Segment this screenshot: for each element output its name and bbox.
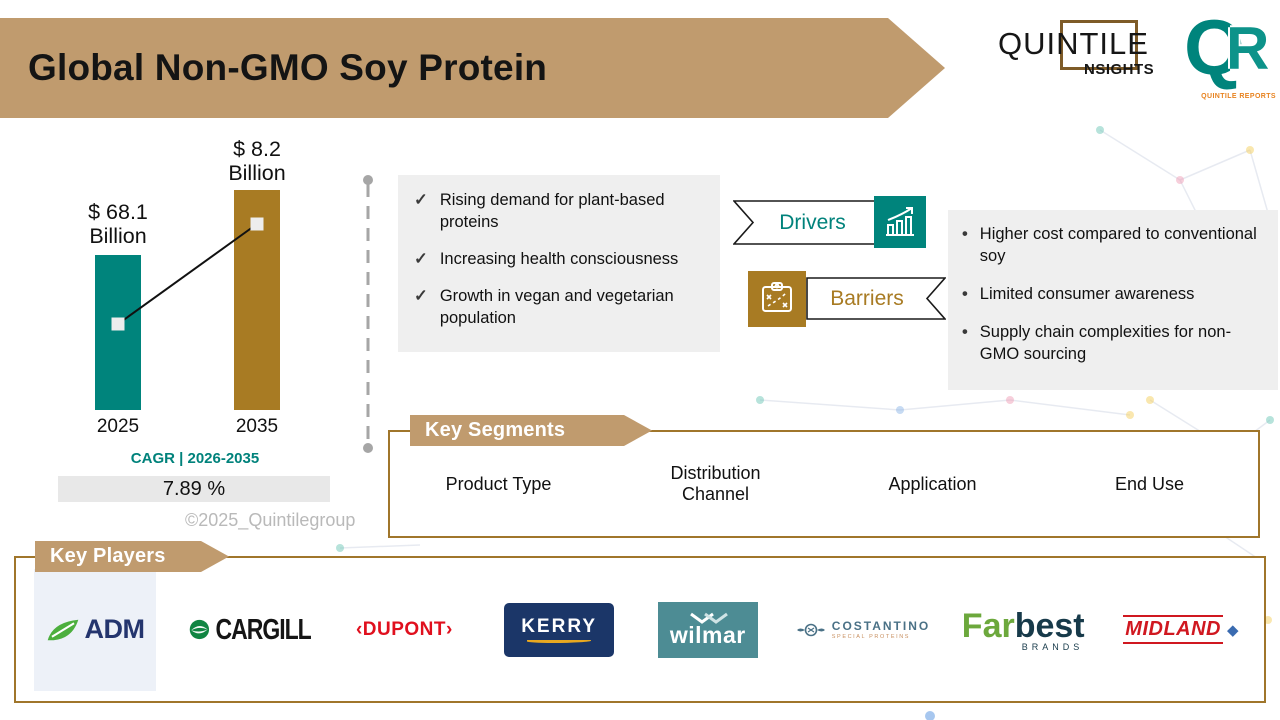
drivers-ribbon-label: Drivers xyxy=(779,210,846,234)
logo-costantino: COSTANTINO SPECIAL PROTEINS xyxy=(795,568,931,691)
market-size-chart: $ 8.2 Billion $ 68.1 Billion 2025 2035 xyxy=(50,130,380,445)
check-icon: ✓ xyxy=(414,249,428,268)
qr-caption: QUINTILE REPORTS xyxy=(1201,93,1276,100)
segment-application: Application xyxy=(888,473,977,494)
page-title: Global Non-GMO Soy Protein xyxy=(28,47,548,88)
growth-chart-icon xyxy=(874,196,926,248)
header-banner: Global Non-GMO Soy Protein xyxy=(0,18,945,118)
key-segments-banner: Key Segments xyxy=(410,415,652,446)
list-item: • Supply chain complexities for non-GMO … xyxy=(962,322,1268,366)
copyright-text: ©2025_Quintilegroup xyxy=(185,510,356,530)
bar-2025 xyxy=(95,255,141,410)
insights-wordmark: NSIGHTS xyxy=(1084,61,1155,78)
segment-product-type: Product Type xyxy=(445,473,552,494)
logo-cargill: CARGILL xyxy=(188,568,312,691)
logo-adm: ADM xyxy=(34,568,156,691)
segment-distribution-channel: Distribution Channel xyxy=(670,463,761,504)
bullet-icon: • xyxy=(962,284,968,303)
key-players-box: ADM CARGILL ‹DUPONT› KERRY xyxy=(14,556,1266,703)
strategy-clipboard-icon xyxy=(748,271,806,327)
midland-diamond-icon: ◆ xyxy=(1227,621,1239,639)
cagr-label: CAGR | 2026-2035 xyxy=(130,450,260,467)
drivers-ribbon: Drivers xyxy=(732,200,876,245)
costantino-wings-icon xyxy=(796,623,825,636)
list-item: ✓ Increasing health consciousness xyxy=(414,249,708,271)
logo-wilmar: wilmar xyxy=(652,568,763,691)
check-icon: ✓ xyxy=(414,286,428,305)
cagr-value: 7.89 % xyxy=(58,476,330,502)
quintile-insights-logo: QUINTILE NSIGHTS xyxy=(998,20,1173,96)
quintile-wordmark: QUINTILE xyxy=(998,26,1149,61)
bullet-icon: • xyxy=(962,225,968,243)
check-icon: ✓ xyxy=(414,191,428,209)
wilmar-chevron-icon xyxy=(689,612,728,624)
quintile-reports-logo: Q R QUINTILE REPORTS xyxy=(1184,3,1276,108)
barriers-list: • Higher cost compared to conventional s… xyxy=(948,210,1278,390)
list-item: • Higher cost compared to conventional s… xyxy=(962,224,1268,268)
logo-dupont: ‹DUPONT› xyxy=(343,568,466,691)
value-label-2025: $ 68.1 Billion xyxy=(88,200,148,248)
barriers-ribbon: Barriers xyxy=(806,277,947,320)
list-item: ✓ Growth in vegan and vegetarian populat… xyxy=(414,286,708,330)
x-tick-2035: 2035 xyxy=(235,416,279,437)
key-segments-box: Product Type Distribution Channel Applic… xyxy=(388,430,1260,538)
list-item: • Limited consumer awareness xyxy=(962,284,1268,306)
list-item: ✓ Rising demand for plant-based proteins xyxy=(414,190,708,234)
segment-end-use: End Use xyxy=(1114,473,1185,494)
logo-kerry: KERRY xyxy=(498,568,621,691)
adm-leaf-icon xyxy=(47,619,78,640)
bullet-icon: • xyxy=(962,322,968,341)
logo-midland: MIDLAND ◆ xyxy=(1115,568,1246,691)
logo-farbest: Far best BRANDS xyxy=(962,568,1085,691)
value-label-2035: $ 8.2 Billion xyxy=(228,137,286,185)
kerry-swoosh-decoration xyxy=(527,639,592,643)
x-tick-2025: 2025 xyxy=(96,416,140,437)
logo-frame-decoration xyxy=(1060,20,1138,70)
drivers-list: ✓ Rising demand for plant-based proteins… xyxy=(398,175,720,352)
timeline-decoration xyxy=(363,175,373,453)
qr-q-letter: Q xyxy=(1184,3,1245,91)
qr-r-letter: R xyxy=(1226,15,1270,82)
key-players-banner: Key Players xyxy=(35,541,229,572)
trend-line-overlay xyxy=(111,217,264,331)
cargill-leaf-icon xyxy=(189,619,209,640)
barriers-ribbon-label: Barriers xyxy=(830,286,904,310)
